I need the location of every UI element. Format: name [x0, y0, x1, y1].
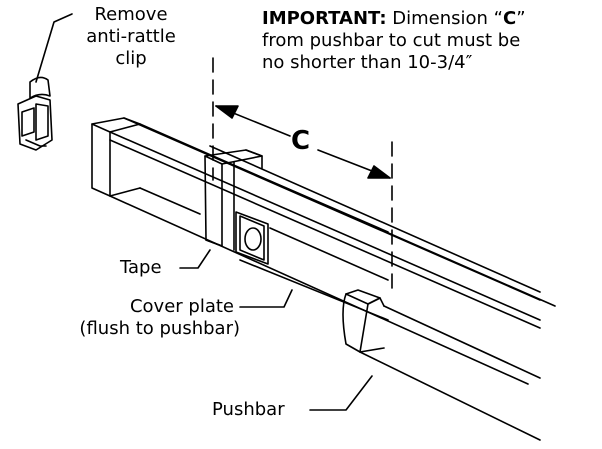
important-line3: no shorter than 10-3/4″	[262, 52, 473, 73]
important-prefix: IMPORTANT:	[262, 8, 387, 29]
cover-plate-leader-line	[239, 289, 293, 308]
remove-clip-label: Remove anti-rattle clip	[76, 4, 186, 70]
important-c: C	[502, 8, 517, 29]
important-line1-rest: Dimension “	[386, 8, 503, 29]
cover-plate-line2: (flush to pushbar)	[79, 318, 240, 339]
clip-leader-line	[35, 13, 73, 83]
remove-clip-line3: clip	[115, 48, 147, 69]
dimension-c-arrows	[215, 105, 391, 179]
important-note: IMPORTANT: Dimension “C” from pushbar to…	[262, 8, 526, 74]
important-line2: from pushbar to cut must be	[262, 30, 521, 51]
dimension-c-label: C	[291, 126, 311, 156]
dimension-c-lines	[212, 57, 393, 295]
cover-plate-line1: Cover plate	[129, 296, 234, 317]
pushbar-label: Pushbar	[212, 399, 285, 420]
cover-plate	[235, 167, 389, 321]
important-line1-end: ”	[516, 8, 526, 29]
bar-cut-end	[91, 117, 141, 197]
tape-leader-line	[179, 249, 211, 269]
pushbar-leader-line	[309, 375, 373, 411]
tape	[204, 149, 263, 251]
important-line1: IMPORTANT: Dimension “C”	[262, 8, 526, 30]
anti-rattle-clip	[17, 76, 53, 151]
pushbar-cap	[342, 289, 541, 441]
tape-label: Tape	[120, 257, 162, 278]
remove-clip-line2: anti-rattle	[86, 26, 176, 47]
bar-body	[109, 117, 556, 385]
remove-clip-line1: Remove	[94, 4, 168, 25]
cover-plate-label: Cover plate (flush to pushbar)	[48, 296, 240, 340]
